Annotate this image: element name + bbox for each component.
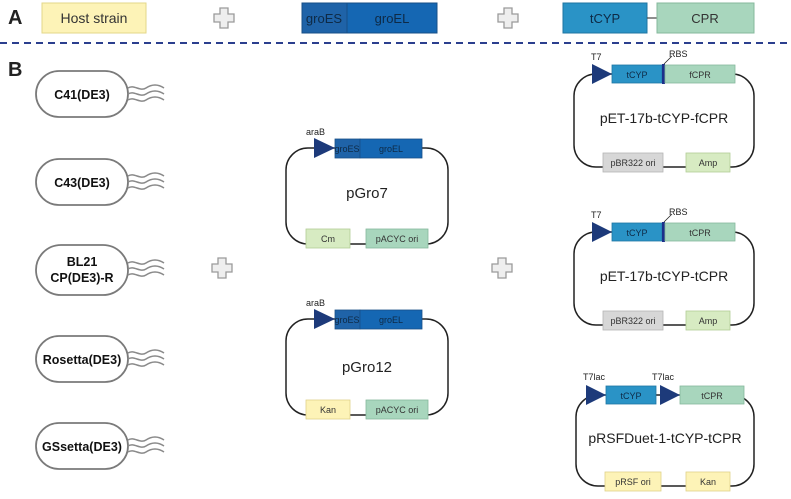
ori-label: pACYC ori [376, 405, 419, 415]
marker-label: Amp [699, 316, 718, 326]
groes-label: groES [306, 11, 342, 26]
tcyp-label: tCYP [620, 391, 641, 401]
plasmid-prsfduet-tcyp-tcpr: T7lac tCYP T7lac tCPR pRSFDuet-1-tCYP-tC… [575, 372, 755, 492]
strain-cell-rosetta: Rosetta(DE3) [35, 335, 165, 383]
marker-box [305, 228, 351, 249]
rbs-label: RBS [669, 207, 688, 217]
panel-a-label: A [8, 7, 22, 29]
promoter-arrow-icon [314, 138, 335, 158]
groes-label: groES [334, 315, 359, 325]
cpr-box [664, 222, 736, 242]
groel-box [359, 309, 423, 330]
promoter-label: T7 [591, 52, 602, 62]
strain-cell-gssetta: GSsetta(DE3) [35, 422, 165, 470]
marker-label: Kan [700, 477, 716, 487]
plus-icon [497, 7, 519, 29]
plasmid-name: pET-17b-tCYP-fCPR [600, 110, 728, 126]
ori-label: pACYC ori [376, 234, 419, 244]
marker-label: Amp [699, 158, 718, 168]
groel-box [346, 2, 438, 34]
tcyp-box [605, 385, 657, 405]
groel-box [359, 138, 423, 159]
groes-box [301, 2, 348, 34]
ori-box [602, 310, 664, 331]
ori-label: pBR322 ori [610, 158, 655, 168]
rbs-marker [662, 64, 665, 84]
rbs-pointer [663, 55, 673, 65]
cpr-label: fCPR [689, 70, 711, 80]
cpr-box [679, 385, 745, 405]
strain-label-bl21-line2: CP(DE3)-R [50, 271, 113, 285]
groes-label: groES [334, 144, 359, 154]
plasmid-name: pGro7 [346, 185, 388, 202]
host-strain-box [41, 2, 147, 34]
cpr-label: tCPR [701, 391, 723, 401]
ori-box [602, 152, 664, 173]
marker-label: Kan [320, 405, 336, 415]
plus-icon [213, 7, 235, 29]
plus-icon [491, 257, 513, 279]
strain-cell-c43: C43(DE3) [35, 158, 165, 206]
promoter-label: araB [306, 127, 325, 137]
promoter-arrow-icon [314, 309, 335, 329]
plasmid-pet17b-tcyp-tcpr: T7 tCYP RBS tCPR pET-17b-tCYP-tCPR pBR32… [573, 207, 755, 331]
groel-label: groEL [379, 315, 403, 325]
promoter-arrow-icon [592, 64, 612, 84]
strain-label-c41: C41(DE3) [54, 88, 110, 102]
cpr-box [664, 64, 736, 84]
plasmid-pgro7: araB groES groEL pGro7 Cm pACYC ori [285, 127, 449, 249]
plasmid-name: pRSFDuet-1-tCYP-tCPR [588, 430, 741, 446]
cpr-label: tCPR [689, 228, 711, 238]
cpr-label: CPR [691, 11, 718, 26]
promoter-label: T7 [591, 210, 602, 220]
panel-b-label: B [8, 59, 22, 81]
plasmid-pgro12: araB groES groEL pGro12 Kan pACYC ori [285, 298, 449, 420]
ori-label: pRSF ori [615, 477, 651, 487]
plasmid-pet17b-tcyp-fcpr: T7 tCYP RBS fCPR pET-17b-tCYP-fCPR pBR32… [573, 49, 755, 173]
tcyp-label: tCYP [626, 70, 647, 80]
rbs-label: RBS [669, 49, 688, 59]
promoter1-label: T7lac [583, 372, 606, 382]
promoter2-label: T7lac [652, 372, 675, 382]
strain-label-gssetta: GSsetta(DE3) [42, 440, 122, 454]
promoter2-arrow-icon [660, 385, 680, 405]
promoter1-arrow-icon [586, 385, 606, 405]
strain-label-c43: C43(DE3) [54, 176, 110, 190]
groel-label: groEL [375, 11, 410, 26]
host-strain-label: Host strain [61, 10, 128, 26]
tcyp-label: tCYP [626, 228, 647, 238]
tcyp-label: tCYP [590, 11, 620, 26]
marker-box [685, 310, 731, 331]
marker-label: Cm [321, 234, 335, 244]
rbs-marker [662, 222, 665, 242]
strain-cell-c41: C41(DE3) [35, 70, 165, 118]
strain-label-rosetta: Rosetta(DE3) [43, 353, 122, 367]
plasmid-name: pGro12 [342, 359, 392, 376]
plasmid-name: pET-17b-tCYP-tCPR [600, 268, 728, 284]
strain-cell-bl21: BL21 CP(DE3)-R [35, 244, 165, 296]
cpr-box [656, 2, 755, 34]
ori-box [365, 228, 429, 249]
marker-box [685, 471, 731, 492]
promoter-label: araB [306, 298, 325, 308]
marker-box [685, 152, 731, 173]
rbs-pointer [663, 213, 673, 223]
marker-box [305, 399, 351, 420]
ori-label: pBR322 ori [610, 316, 655, 326]
promoter-arrow-icon [592, 222, 612, 242]
plus-icon [211, 257, 233, 279]
groel-label: groEL [379, 144, 403, 154]
ori-box [365, 399, 429, 420]
strain-label-bl21-line1: BL21 [67, 255, 98, 269]
ori-box [604, 471, 662, 492]
